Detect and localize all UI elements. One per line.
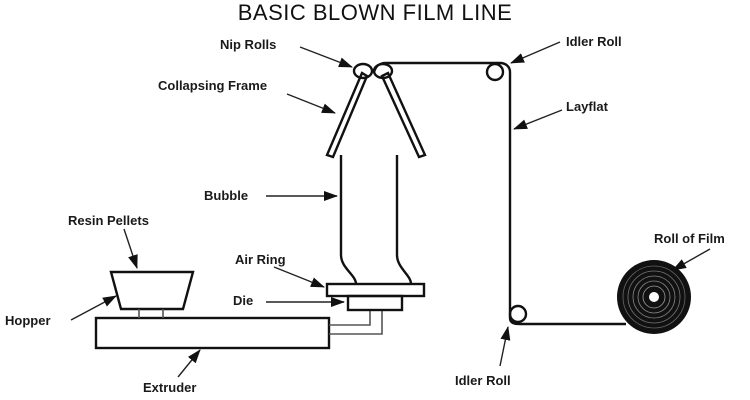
label-layflat: Layflat bbox=[566, 99, 609, 114]
label-bubble: Bubble bbox=[204, 188, 248, 203]
collapsing-frame-shape bbox=[325, 71, 427, 159]
hopper-shape bbox=[109, 270, 195, 318]
arrow-nip-rolls bbox=[299, 46, 353, 68]
label-idler-roll-top: Idler Roll bbox=[566, 34, 622, 49]
label-collapsing-frame: Collapsing Frame bbox=[158, 78, 267, 93]
arrow-hopper bbox=[70, 295, 117, 321]
arrow-layflat bbox=[513, 109, 563, 130]
arrow-resin-pellets bbox=[123, 228, 138, 269]
arrow-extruder bbox=[177, 349, 201, 378]
label-resin-pellets: Resin Pellets bbox=[68, 213, 149, 228]
bubble-shape bbox=[339, 155, 413, 285]
diagram-title: BASIC BLOWN FILM LINE bbox=[238, 0, 513, 25]
layflat-film-path bbox=[372, 61, 626, 326]
label-extruder: Extruder bbox=[143, 380, 196, 395]
idler-roll-top-shape bbox=[485, 62, 505, 82]
arrow-air-ring bbox=[273, 266, 325, 288]
idler-roll-bottom-shape bbox=[508, 304, 528, 324]
label-idler-roll-bottom: Idler Roll bbox=[455, 373, 511, 388]
label-roll-of-film: Roll of Film bbox=[654, 231, 725, 246]
melt-pipes bbox=[329, 310, 383, 335]
arrow-roll-of-film bbox=[672, 248, 711, 271]
die-block bbox=[346, 294, 404, 312]
air-ring-block bbox=[325, 282, 426, 298]
arrow-collapsing-frame bbox=[286, 93, 336, 114]
label-hopper: Hopper bbox=[5, 313, 51, 328]
arrow-idler-roll-bottom bbox=[499, 326, 511, 367]
arrow-idler-roll-top bbox=[510, 41, 561, 64]
extruder-body bbox=[94, 316, 331, 350]
label-air-ring: Air Ring bbox=[235, 252, 286, 267]
label-nip-rolls: Nip Rolls bbox=[220, 37, 276, 52]
roll-of-film-shape bbox=[617, 260, 691, 334]
label-die: Die bbox=[233, 293, 253, 308]
